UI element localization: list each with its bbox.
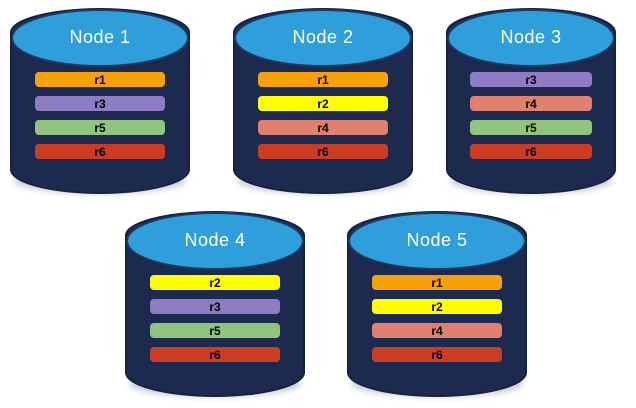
replica-bar-r2[interactable]: r2 xyxy=(372,299,502,314)
replica-bar-r5[interactable]: r5 xyxy=(35,120,165,135)
replica-bar-r4[interactable]: r4 xyxy=(469,96,593,111)
replica-list: r2 r3 r5 r6 xyxy=(125,275,305,362)
replica-bar-r1[interactable]: r1 xyxy=(35,72,165,87)
replica-bar-r5[interactable]: r5 xyxy=(150,323,280,338)
replica-list: r1 r2 r4 r6 xyxy=(233,72,413,159)
replica-bar-r6[interactable]: r6 xyxy=(258,144,388,159)
replica-bar-r6[interactable]: r6 xyxy=(469,144,593,159)
replica-bar-r4[interactable]: r4 xyxy=(372,323,502,338)
cylinder-top-ellipse xyxy=(234,9,412,67)
replica-bar-r2[interactable]: r2 xyxy=(150,275,280,290)
replica-list: r3 r4 r5 r6 xyxy=(446,72,616,159)
replica-bar-r6[interactable]: r6 xyxy=(372,347,502,362)
replica-bar-r6[interactable]: r6 xyxy=(150,347,280,362)
cylinder-top-ellipse xyxy=(126,212,304,270)
replica-bar-r3[interactable]: r3 xyxy=(35,96,165,111)
replica-list: r1 r2 r4 r6 xyxy=(347,275,527,362)
cylinder-top-ellipse xyxy=(11,9,189,67)
replica-bar-r1[interactable]: r1 xyxy=(372,275,502,290)
replica-bar-r2[interactable]: r2 xyxy=(258,96,388,111)
replica-bar-r3[interactable]: r3 xyxy=(150,299,280,314)
replica-bar-r6[interactable]: r6 xyxy=(35,144,165,159)
cylinder-top-ellipse xyxy=(447,9,615,67)
replica-bar-r5[interactable]: r5 xyxy=(469,120,593,135)
replica-bar-r1[interactable]: r1 xyxy=(258,72,388,87)
replica-bar-r3[interactable]: r3 xyxy=(469,72,593,87)
replica-bar-r4[interactable]: r4 xyxy=(258,120,388,135)
replica-list: r1 r3 r5 r6 xyxy=(10,72,190,159)
cylinder-top-ellipse xyxy=(348,212,526,270)
